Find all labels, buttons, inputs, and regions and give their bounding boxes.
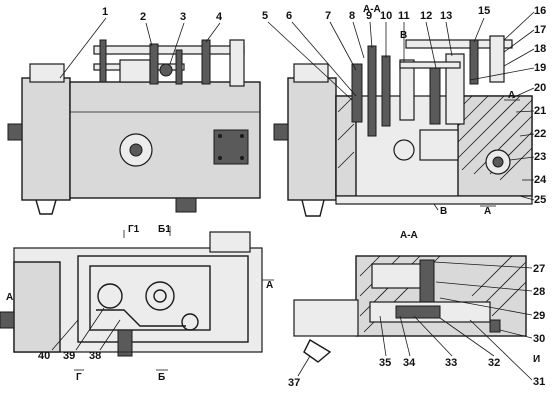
callout-20: 20 <box>534 82 546 94</box>
callout-34: 34 <box>403 357 416 369</box>
pressure-valve <box>445 53 465 125</box>
callout-12: 12 <box>420 10 432 22</box>
callout-32: 32 <box>488 357 500 369</box>
section-mark-a-mid: A <box>266 280 273 291</box>
section-mark-b: Б <box>158 372 165 383</box>
side-knob-right <box>273 123 289 141</box>
nozzle-left <box>35 199 57 215</box>
section-mark-b1: Б1 <box>158 224 171 235</box>
callout-38: 38 <box>89 350 101 362</box>
section-mark-a-top: A <box>508 90 515 101</box>
callout-22: 22 <box>534 128 546 140</box>
section-caption-aa: A-A <box>400 230 418 241</box>
check-valve <box>419 259 435 305</box>
plunger <box>395 305 441 319</box>
plan-governor <box>145 281 175 311</box>
section-mark-a-right: A <box>484 206 491 217</box>
top-linkage-bar <box>405 39 513 49</box>
rod-1 <box>99 39 107 83</box>
section-mark-b-top: B <box>400 30 407 41</box>
outlet-fitting <box>175 197 197 213</box>
section-mark-b-bottom: B <box>440 206 447 217</box>
plan-knob <box>0 311 15 329</box>
callout-33: 33 <box>445 357 457 369</box>
callout-25: 25 <box>534 194 546 206</box>
lever-plate <box>229 39 245 87</box>
chamber <box>419 129 459 161</box>
plan-gear <box>97 283 123 309</box>
end-cover-left <box>21 77 71 201</box>
base-strip <box>335 195 533 205</box>
callout-30: 30 <box>533 333 545 345</box>
callout-6: 6 <box>286 10 292 22</box>
callout-31: 31 <box>533 376 545 388</box>
callout-10: 10 <box>380 10 392 22</box>
callout-21: 21 <box>534 105 546 117</box>
view-bottom-right: 27 28 29 30 И 31 32 33 34 35 37 A-A <box>288 230 545 389</box>
callout-29: 29 <box>533 310 545 322</box>
shaft-bore <box>129 143 143 157</box>
lever-plate-right <box>489 35 505 83</box>
linkage-bar <box>93 45 245 55</box>
control-rod <box>469 39 479 85</box>
section-mark-i: И <box>533 354 540 365</box>
callout-18: 18 <box>534 43 546 55</box>
plunger-3 <box>381 55 391 127</box>
view-top-left: 1 2 3 4 Г1 Б1 <box>7 6 261 238</box>
upper-cavity <box>371 263 423 289</box>
callout-40: 40 <box>38 350 50 362</box>
nozzle-right <box>301 199 325 217</box>
valve-spring <box>399 59 415 121</box>
callout-15: 15 <box>478 5 490 17</box>
rod-2 <box>149 43 159 85</box>
inlet-pipe <box>293 299 359 337</box>
callout-11: 11 <box>398 10 410 22</box>
plan-top-fitting <box>209 231 251 253</box>
rod-3 <box>175 49 183 85</box>
callout-23: 23 <box>534 151 546 163</box>
view-bottom-left: 40 39 38 A A Г Б <box>0 231 274 383</box>
callout-37: 37 <box>288 377 300 389</box>
plunger-2 <box>367 45 377 137</box>
section-mark-g1: Г1 <box>128 224 140 235</box>
section-mark-a-left: A <box>6 292 13 303</box>
spring-coil <box>159 63 173 77</box>
callout-16: 16 <box>534 5 546 17</box>
callout-28: 28 <box>533 286 545 298</box>
plunger-1 <box>351 63 363 123</box>
callout-27: 27 <box>533 263 545 275</box>
callout-35: 35 <box>379 357 391 369</box>
cover-top-block <box>29 63 65 83</box>
cam-roller <box>393 139 415 161</box>
callout-17: 17 <box>534 24 546 36</box>
plan-shaft <box>117 329 133 357</box>
view-top-right: 5 6 7 8 9 10 11 12 13 15 16 17 18 19 20 … <box>262 4 547 217</box>
end-cover-right <box>287 77 337 201</box>
callout-1: 1 <box>102 6 108 18</box>
callout-4: 4 <box>216 11 223 23</box>
callout-8: 8 <box>349 10 355 22</box>
callout-2: 2 <box>140 11 146 23</box>
cover-top-block-right <box>293 63 329 83</box>
section-mark-g: Г <box>76 372 82 383</box>
callout-3: 3 <box>180 11 186 23</box>
plunger-4 <box>429 65 441 125</box>
section-mark-aa-top: A-A <box>363 4 381 15</box>
callout-19: 19 <box>534 62 546 74</box>
callout-7: 7 <box>325 10 331 22</box>
callout-5: 5 <box>262 10 268 22</box>
callout-39: 39 <box>63 350 75 362</box>
callout-9: 9 <box>366 10 372 22</box>
pipe-fitting <box>303 339 332 363</box>
callout-13: 13 <box>440 10 452 22</box>
callout-24: 24 <box>534 174 547 186</box>
side-knob <box>7 123 23 141</box>
rod-4 <box>201 39 211 85</box>
plan-end-cover <box>13 261 61 353</box>
governor-box <box>119 59 151 83</box>
